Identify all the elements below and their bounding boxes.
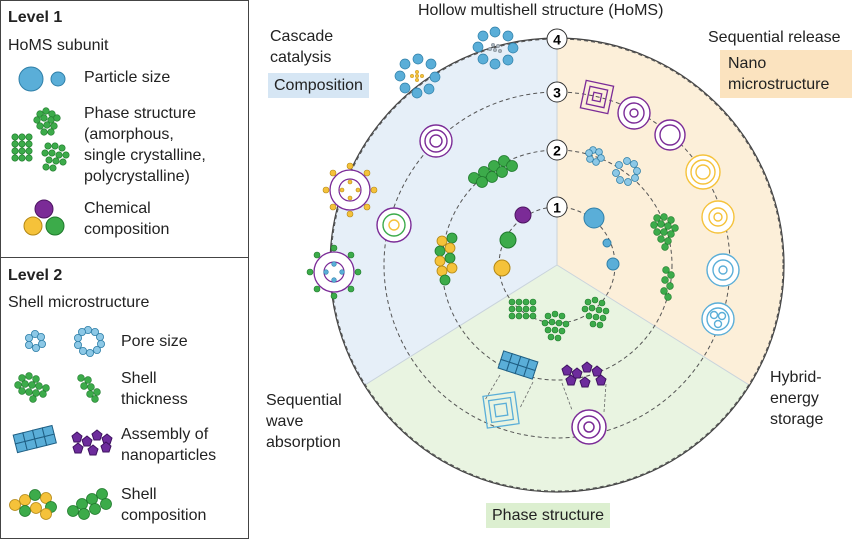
- particle-size-label: Particle size: [84, 69, 171, 86]
- sequential-wave-label-1: Sequential: [266, 392, 342, 409]
- level1-title: Level 1: [8, 9, 63, 26]
- sequential-wave-label-3: absorption: [266, 434, 341, 451]
- circle-concentric-purple: [617, 96, 651, 130]
- shell-composition-green-icon: [67, 488, 112, 520]
- cascade-catalysis-label-1: Cascade: [270, 28, 334, 45]
- level2-title: Level 2: [8, 267, 63, 284]
- chemical-composition-label-1: Chemical: [84, 200, 151, 217]
- phase-structure-label-3: single crystalline,: [84, 147, 206, 164]
- phase-structure-label-2: (amorphous,: [84, 126, 174, 143]
- pore-size-small-icon: [24, 329, 47, 352]
- shell-composition-label-1: Shell: [121, 486, 157, 503]
- shell-number-1-text: 1: [553, 200, 561, 216]
- circle-blue-clustered: [701, 302, 735, 336]
- nano-badge-line2: microstructure: [728, 76, 830, 93]
- particle-size-icon: [18, 66, 66, 92]
- pore-size-large-icon: [74, 325, 106, 357]
- circle-concentric-blue-1: [706, 253, 740, 287]
- multishell-purple-shell-3: [419, 124, 453, 158]
- shell-thickness-label-1: Shell: [121, 370, 157, 387]
- level1-subtitle: HoMS subunit: [8, 37, 109, 54]
- cascade-catalysis-label-2: catalysis: [270, 49, 332, 66]
- sector-boundary: [364, 264, 558, 386]
- diagram-title: Hollow multishell structure (HoMS): [418, 2, 664, 19]
- circle-concentric-yellow-1: [685, 154, 721, 190]
- phase-structure-amorphous: [581, 296, 610, 329]
- cluster-ring-2: [472, 26, 519, 70]
- shell-number-3-text: 3: [553, 85, 561, 101]
- assembly-pentagons-icon: [71, 429, 113, 456]
- pore-size-label: Pore size: [121, 333, 188, 350]
- shell-thickness-thick-icon: [14, 372, 50, 403]
- shell-number-badges: 1 2 3 4: [546, 28, 568, 218]
- phase-structure-sector: [364, 265, 750, 493]
- chemical-composition-shell-1: [493, 206, 532, 277]
- shell-number-1: [546, 196, 568, 218]
- decorated-sphere-1: [322, 162, 378, 218]
- shell-composition-shell-2: [434, 232, 458, 286]
- circle-concentric-yellow-2: [701, 200, 735, 234]
- assembly-label-2: nanoparticles: [121, 447, 217, 464]
- shell-thickness-shell-2-thick: [650, 213, 679, 251]
- sector-boundary: [556, 264, 750, 386]
- multishell-mixed-shell-3: [376, 207, 412, 243]
- square-concentric-purple: [579, 79, 615, 115]
- shell-composition-label-2: composition: [121, 507, 207, 524]
- level2-subtitle: Shell microstructure: [8, 294, 150, 311]
- shell-number-2: [546, 139, 568, 161]
- hybrid-energy-label-1: Hybrid-: [770, 369, 822, 386]
- cluster-ring-1: [394, 53, 441, 99]
- phase-structure-label-4: polycrystalline): [84, 168, 190, 185]
- hybrid-energy-label-2: energy: [770, 390, 819, 407]
- shell-number-4-text: 4: [553, 32, 561, 48]
- composition-badge: Composition: [268, 73, 369, 98]
- shell-composition-mixed-icon: [9, 489, 57, 520]
- pore-size-shell-2-large: [612, 157, 641, 186]
- nano-badge-bg: [720, 50, 852, 98]
- phase-structure-polycrystal: [541, 310, 570, 342]
- shell-thickness-label-2: thickness: [121, 391, 188, 408]
- decorated-sphere-2: [306, 244, 362, 300]
- nano-badge-line1: Nano: [728, 55, 767, 72]
- square-concentric-shell-4: [482, 391, 520, 429]
- legend-divider: [0, 257, 249, 258]
- legend-panel: [0, 0, 249, 539]
- phase-structure-badge: Phase structure: [486, 503, 611, 528]
- sequential-wave-label-2: wave: [266, 413, 304, 430]
- shell-number-2-text: 2: [553, 143, 561, 159]
- assembly-pentagons-shell-3: [561, 361, 607, 388]
- hybrid-energy-label-3: storage: [770, 411, 824, 428]
- shell-number-4: [546, 28, 568, 50]
- phase-structure-icon: [11, 107, 70, 172]
- circle-concentric-shell-4: [571, 409, 607, 445]
- chemical-composition-label-2: composition: [84, 221, 170, 238]
- assembly-squares-shell-3: [497, 350, 539, 380]
- particle-size-shell-1: [583, 207, 620, 271]
- circle-double-purple: [654, 119, 686, 151]
- shell-thickness-shell-2-thin: [660, 266, 675, 301]
- composition-sector: [329, 37, 557, 386]
- phase-structure-single-crystal: [508, 298, 537, 320]
- nano-microstructure-sector: [557, 37, 785, 386]
- shell-thickness-thin-icon: [77, 374, 101, 403]
- phase-structure-label-1: Phase structure: [84, 105, 197, 122]
- assembly-label-1: Assembly of: [121, 426, 209, 443]
- pore-size-shell-2-small: [585, 146, 605, 166]
- shell-composition-green-shell-2: [468, 155, 518, 188]
- chemical-composition-icon: [23, 199, 65, 236]
- assembly-squares-icon: [12, 424, 57, 454]
- shell-number-3: [546, 81, 568, 103]
- sequential-release-label: Sequential release: [708, 29, 841, 46]
